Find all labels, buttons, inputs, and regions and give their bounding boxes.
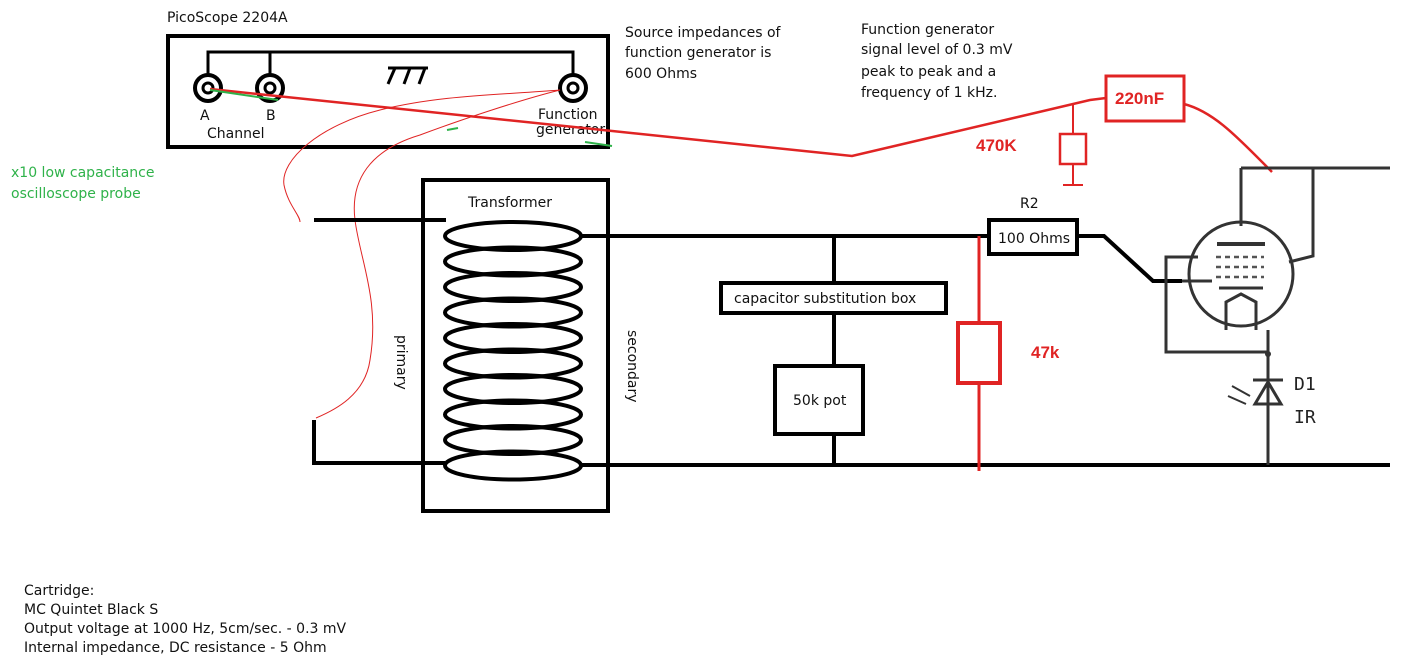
diode-label: D1	[1294, 374, 1316, 395]
ground-icon	[386, 66, 428, 85]
probe-signal-wire	[209, 87, 1107, 158]
coil-turn	[443, 398, 583, 431]
primary-label: primary	[393, 335, 409, 390]
coil-turn	[443, 271, 583, 303]
resistor-470k	[1058, 132, 1088, 166]
cartridge-note: Cartridge: MC Quintet Black S Output vol…	[24, 582, 346, 658]
channel-label: Channel	[207, 126, 264, 142]
resistor-470k-label: 470K	[976, 136, 1017, 155]
coil-turn	[443, 449, 583, 482]
cartridge-output: Output voltage at 1000 Hz, 5cm/sec. - 0.…	[24, 621, 347, 637]
coil-turn	[443, 373, 583, 405]
probe-note: x10 low capacitance oscilloscope probe	[11, 165, 159, 202]
coil-turn	[443, 296, 583, 329]
r2-label: R2	[1020, 196, 1039, 212]
transformer-title: Transformer	[467, 195, 552, 211]
transformer-coil	[443, 220, 583, 482]
capacitor-220nf	[1104, 74, 1186, 123]
cartridge-impedance: Internal impedance, DC resistance - 5 Oh…	[24, 640, 327, 656]
signal-level-note: Function generator signal level of 0.3 m…	[861, 22, 1017, 101]
capacitor-220nf-label: 220nF	[1115, 89, 1164, 108]
function-generator-label: Function generator	[536, 107, 605, 138]
pot-label: 50k pot	[793, 393, 847, 409]
resistor-47k	[956, 321, 1002, 385]
function-generator-connector	[558, 73, 588, 103]
coil-turn	[443, 347, 583, 380]
vacuum-tube	[1164, 168, 1295, 354]
picoscope-title: PicoScope 2204A	[167, 10, 288, 26]
channel-a-connector	[193, 73, 223, 103]
resistor-47k-label: 47k	[1031, 343, 1060, 362]
pot-50k	[773, 364, 865, 436]
coil-turn	[443, 424, 583, 456]
coil-turn	[443, 245, 583, 278]
r2-value: 100 Ohms	[998, 231, 1070, 247]
cartridge-heading: Cartridge:	[24, 583, 95, 599]
coil-turn	[443, 322, 583, 354]
port-a-label: A	[200, 108, 210, 124]
secondary-label: secondary	[624, 330, 640, 403]
transformer: Transformer primary secondary	[393, 178, 640, 513]
diode-type: IR	[1294, 407, 1316, 428]
cartridge-model: MC Quintet Black S	[24, 602, 159, 618]
diode-d1: D1 IR	[1227, 374, 1316, 428]
coil-turn	[443, 220, 583, 252]
capacitor-box-label: capacitor substitution box	[734, 291, 916, 307]
transformer-box	[421, 178, 610, 513]
source-impedance-note: Source impedances of function generator …	[625, 25, 785, 82]
picoscope-unit: PicoScope 2204A A B Channel Function	[166, 10, 610, 149]
port-b-label: B	[266, 108, 276, 124]
picoscope-box	[166, 34, 610, 149]
